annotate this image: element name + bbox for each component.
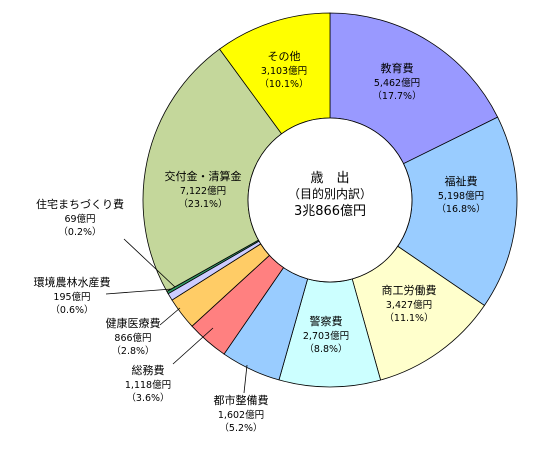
label-amount: 7,122億円	[180, 185, 226, 197]
label-percent: （17.7%）	[372, 90, 421, 102]
label-name: 総務費	[132, 363, 165, 377]
leader-line-general-affairs	[172, 327, 214, 365]
leader-line-urban-development	[243, 364, 248, 394]
label-name: 商工労働費	[382, 283, 437, 297]
label-name: 福祉費	[445, 174, 478, 188]
label-percent: （23.1%）	[178, 198, 227, 210]
label-percent: （5.2%）	[219, 422, 262, 434]
slice-label-police: 警察費 2,703億円 （8.8%）	[303, 314, 349, 355]
label-name: 環境農林水産費	[34, 275, 111, 289]
slice-label-welfare: 福祉費 5,198億円 （16.8%）	[436, 174, 485, 215]
pie-slices	[142, 12, 518, 388]
slice-label-environment-agriculture: 環境農林水産費 195億円 （0.6%）	[34, 275, 111, 316]
label-amount: 69億円	[64, 213, 95, 225]
donut-hole	[247, 117, 413, 283]
label-name: 都市整備費	[214, 393, 269, 407]
label-percent: （0.6%）	[50, 304, 93, 316]
label-percent: （10.1%）	[259, 78, 308, 90]
slice-label-education: 教育費 5,462億円 （17.7%）	[372, 61, 421, 102]
center-subtitle: （目的別内訳）	[288, 186, 372, 201]
label-amount: 866億円	[114, 332, 151, 344]
slice-label-general-affairs: 総務費 1,118億円 （3.6%）	[125, 363, 171, 404]
leader-lines	[105, 238, 248, 394]
label-percent: （16.8%）	[436, 203, 485, 215]
label-amount: 5,198億円	[438, 190, 484, 202]
leader-line-health-medical	[159, 307, 181, 326]
label-amount: 3,427億円	[386, 299, 432, 311]
label-name: その他	[268, 50, 301, 63]
label-amount: 1,118億円	[125, 379, 171, 391]
label-percent: （3.6%）	[126, 392, 169, 404]
label-amount: 1,602億円	[218, 409, 264, 421]
label-name: 交付金・清算金	[165, 169, 242, 183]
slice-label-health-medical: 健康医療費 866億円 （2.8%）	[106, 316, 161, 357]
label-percent: （0.2%）	[58, 226, 101, 238]
label-percent: （2.8%）	[111, 345, 154, 357]
slice-label-grants-settlements: 交付金・清算金 7,122億円 （23.1%）	[165, 169, 242, 210]
slice-label-urban-development: 都市整備費 1,602億円 （5.2%）	[214, 393, 269, 434]
slice-label-commerce-labor: 商工労働費 3,427億円 （11.1%）	[382, 283, 437, 324]
slice-label-housing-community: 住宅まちづくり費 69億円 （0.2%）	[36, 197, 124, 238]
label-percent: （8.8%）	[304, 343, 347, 355]
label-name: 警察費	[310, 314, 343, 328]
label-name: 健康医療費	[106, 316, 161, 330]
label-amount: 5,462億円	[374, 77, 420, 89]
slice-label-other: その他 3,103億円 （10.1%）	[259, 50, 308, 90]
label-name: 住宅まちづくり費	[36, 197, 124, 211]
leader-line-housing-community	[123, 238, 176, 288]
label-name: 教育費	[381, 61, 414, 75]
leader-line-environment-agriculture	[105, 288, 173, 295]
label-percent: （11.1%）	[384, 312, 433, 324]
label-amount: 3,103億円	[261, 65, 307, 77]
label-amount: 195億円	[53, 291, 90, 303]
label-amount: 2,703億円	[303, 330, 349, 342]
center-total: 3兆866億円	[294, 203, 366, 219]
center-title: 歳 出	[310, 171, 349, 186]
